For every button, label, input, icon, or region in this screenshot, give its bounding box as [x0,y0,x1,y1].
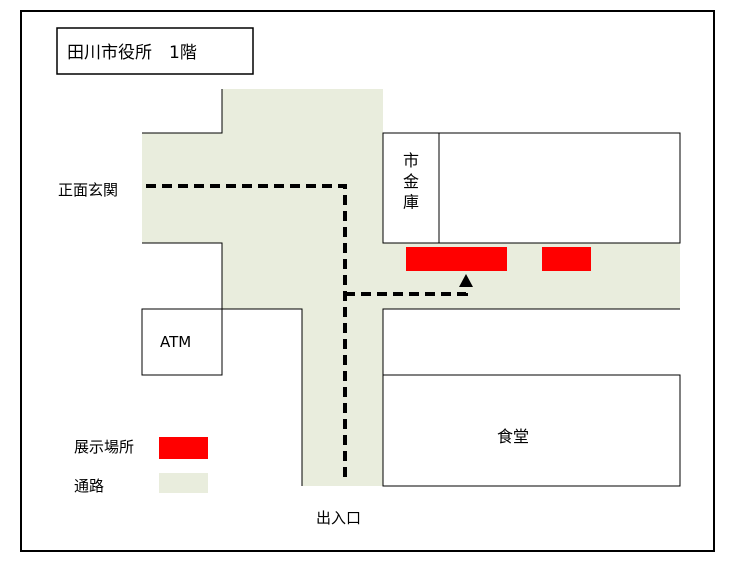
city-vault-label: 市金庫 [403,151,419,212]
route-path [146,184,473,481]
legend-passage-label: 通路 [74,477,104,495]
legend-passage-swatch [159,473,208,493]
city-vault-label-char: 金 [403,172,419,191]
legend: 展示場所 通路 [74,437,208,495]
cafeteria-room [382,374,681,487]
cafeteria-label: 食堂 [497,427,529,446]
city-vault-label-char: 市 [403,151,419,170]
display-area-2 [542,247,591,271]
map-title: 田川市役所 1階 [67,43,197,63]
exit-entrance-label: 出入口 [316,509,361,527]
city-vault-room [382,132,440,244]
legend-display-area-label: 展示場所 [74,438,134,456]
atm-label: ATM [160,333,191,351]
passage-area [142,89,680,486]
display-area-1 [406,247,507,271]
adjacent-room [438,132,681,244]
legend-display-area-swatch [159,437,208,459]
main-entrance-label: 正面玄関 [58,181,118,199]
atm-room [141,308,223,376]
route-arrowhead [459,274,473,287]
city-vault-label-char: 庫 [403,193,419,212]
title-box [56,27,254,75]
